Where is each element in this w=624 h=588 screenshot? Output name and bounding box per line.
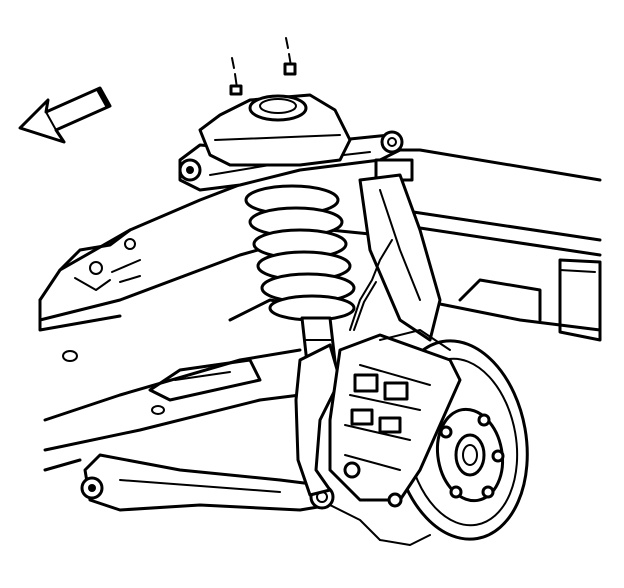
lower-control-arm [80, 453, 335, 512]
ground-lines [329, 504, 431, 546]
frame-rail [38, 148, 602, 362]
spring-seat-tower [198, 93, 352, 167]
mount-bolt-markers [229, 37, 297, 96]
direction-arrow-icon [18, 86, 112, 144]
crossmember [398, 208, 602, 342]
lower-frame [43, 298, 302, 472]
coil-spring [244, 184, 356, 322]
wheel-hub [435, 407, 505, 503]
steering-knuckle [294, 173, 442, 497]
brake-caliper [328, 329, 462, 508]
brake-line [349, 239, 393, 331]
